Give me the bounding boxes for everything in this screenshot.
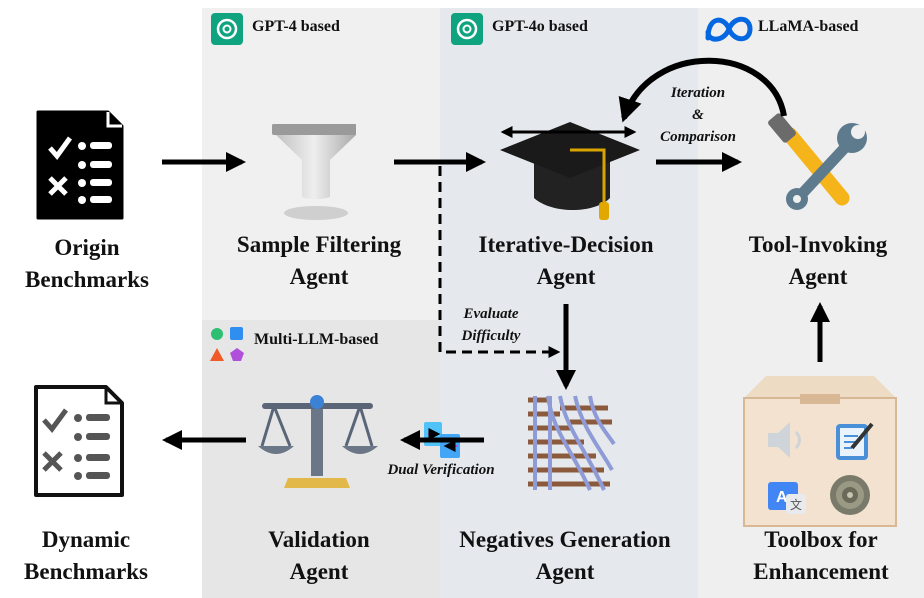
gpt4o-panel (440, 8, 698, 598)
multi-llm-shapes-icon (210, 327, 244, 361)
target-gear-icon (830, 475, 870, 515)
svg-text:文: 文 (790, 497, 802, 512)
translate-icon: A 文 (768, 482, 806, 514)
gpt4-tag: GPT-4 based (252, 18, 340, 35)
funnel-icon (272, 124, 356, 220)
checklist-document-icon (36, 110, 124, 220)
llama-tag: LLaMA-based (758, 18, 859, 35)
openai-logo-icon (211, 13, 243, 45)
checklist-outline-document-icon (34, 385, 124, 497)
multi-llm-tag: Multi-LLM-based (254, 331, 379, 348)
dual-verification-note: Dual Verification (387, 462, 495, 478)
openai-logo-icon-2 (451, 13, 483, 45)
graduation-cap-icon (500, 122, 640, 220)
railway-branches-icon (528, 395, 616, 491)
iteration-comparison-note: Iteration&Comparison (660, 85, 736, 145)
balance-scale-icon (258, 395, 378, 488)
arrow-curved-feedback (618, 57, 787, 123)
notepad-icon (836, 422, 874, 460)
tools-icon (768, 113, 867, 210)
svg-text:A: A (776, 489, 788, 506)
speaker-icon (768, 422, 801, 458)
toolbox-icon: A 文 (743, 376, 897, 527)
gpt4o-tag: GPT-4o based (492, 18, 588, 35)
flow-arrows (162, 57, 830, 450)
arrow-dashed-evaluate (438, 166, 561, 358)
meta-logo-icon (705, 16, 753, 42)
